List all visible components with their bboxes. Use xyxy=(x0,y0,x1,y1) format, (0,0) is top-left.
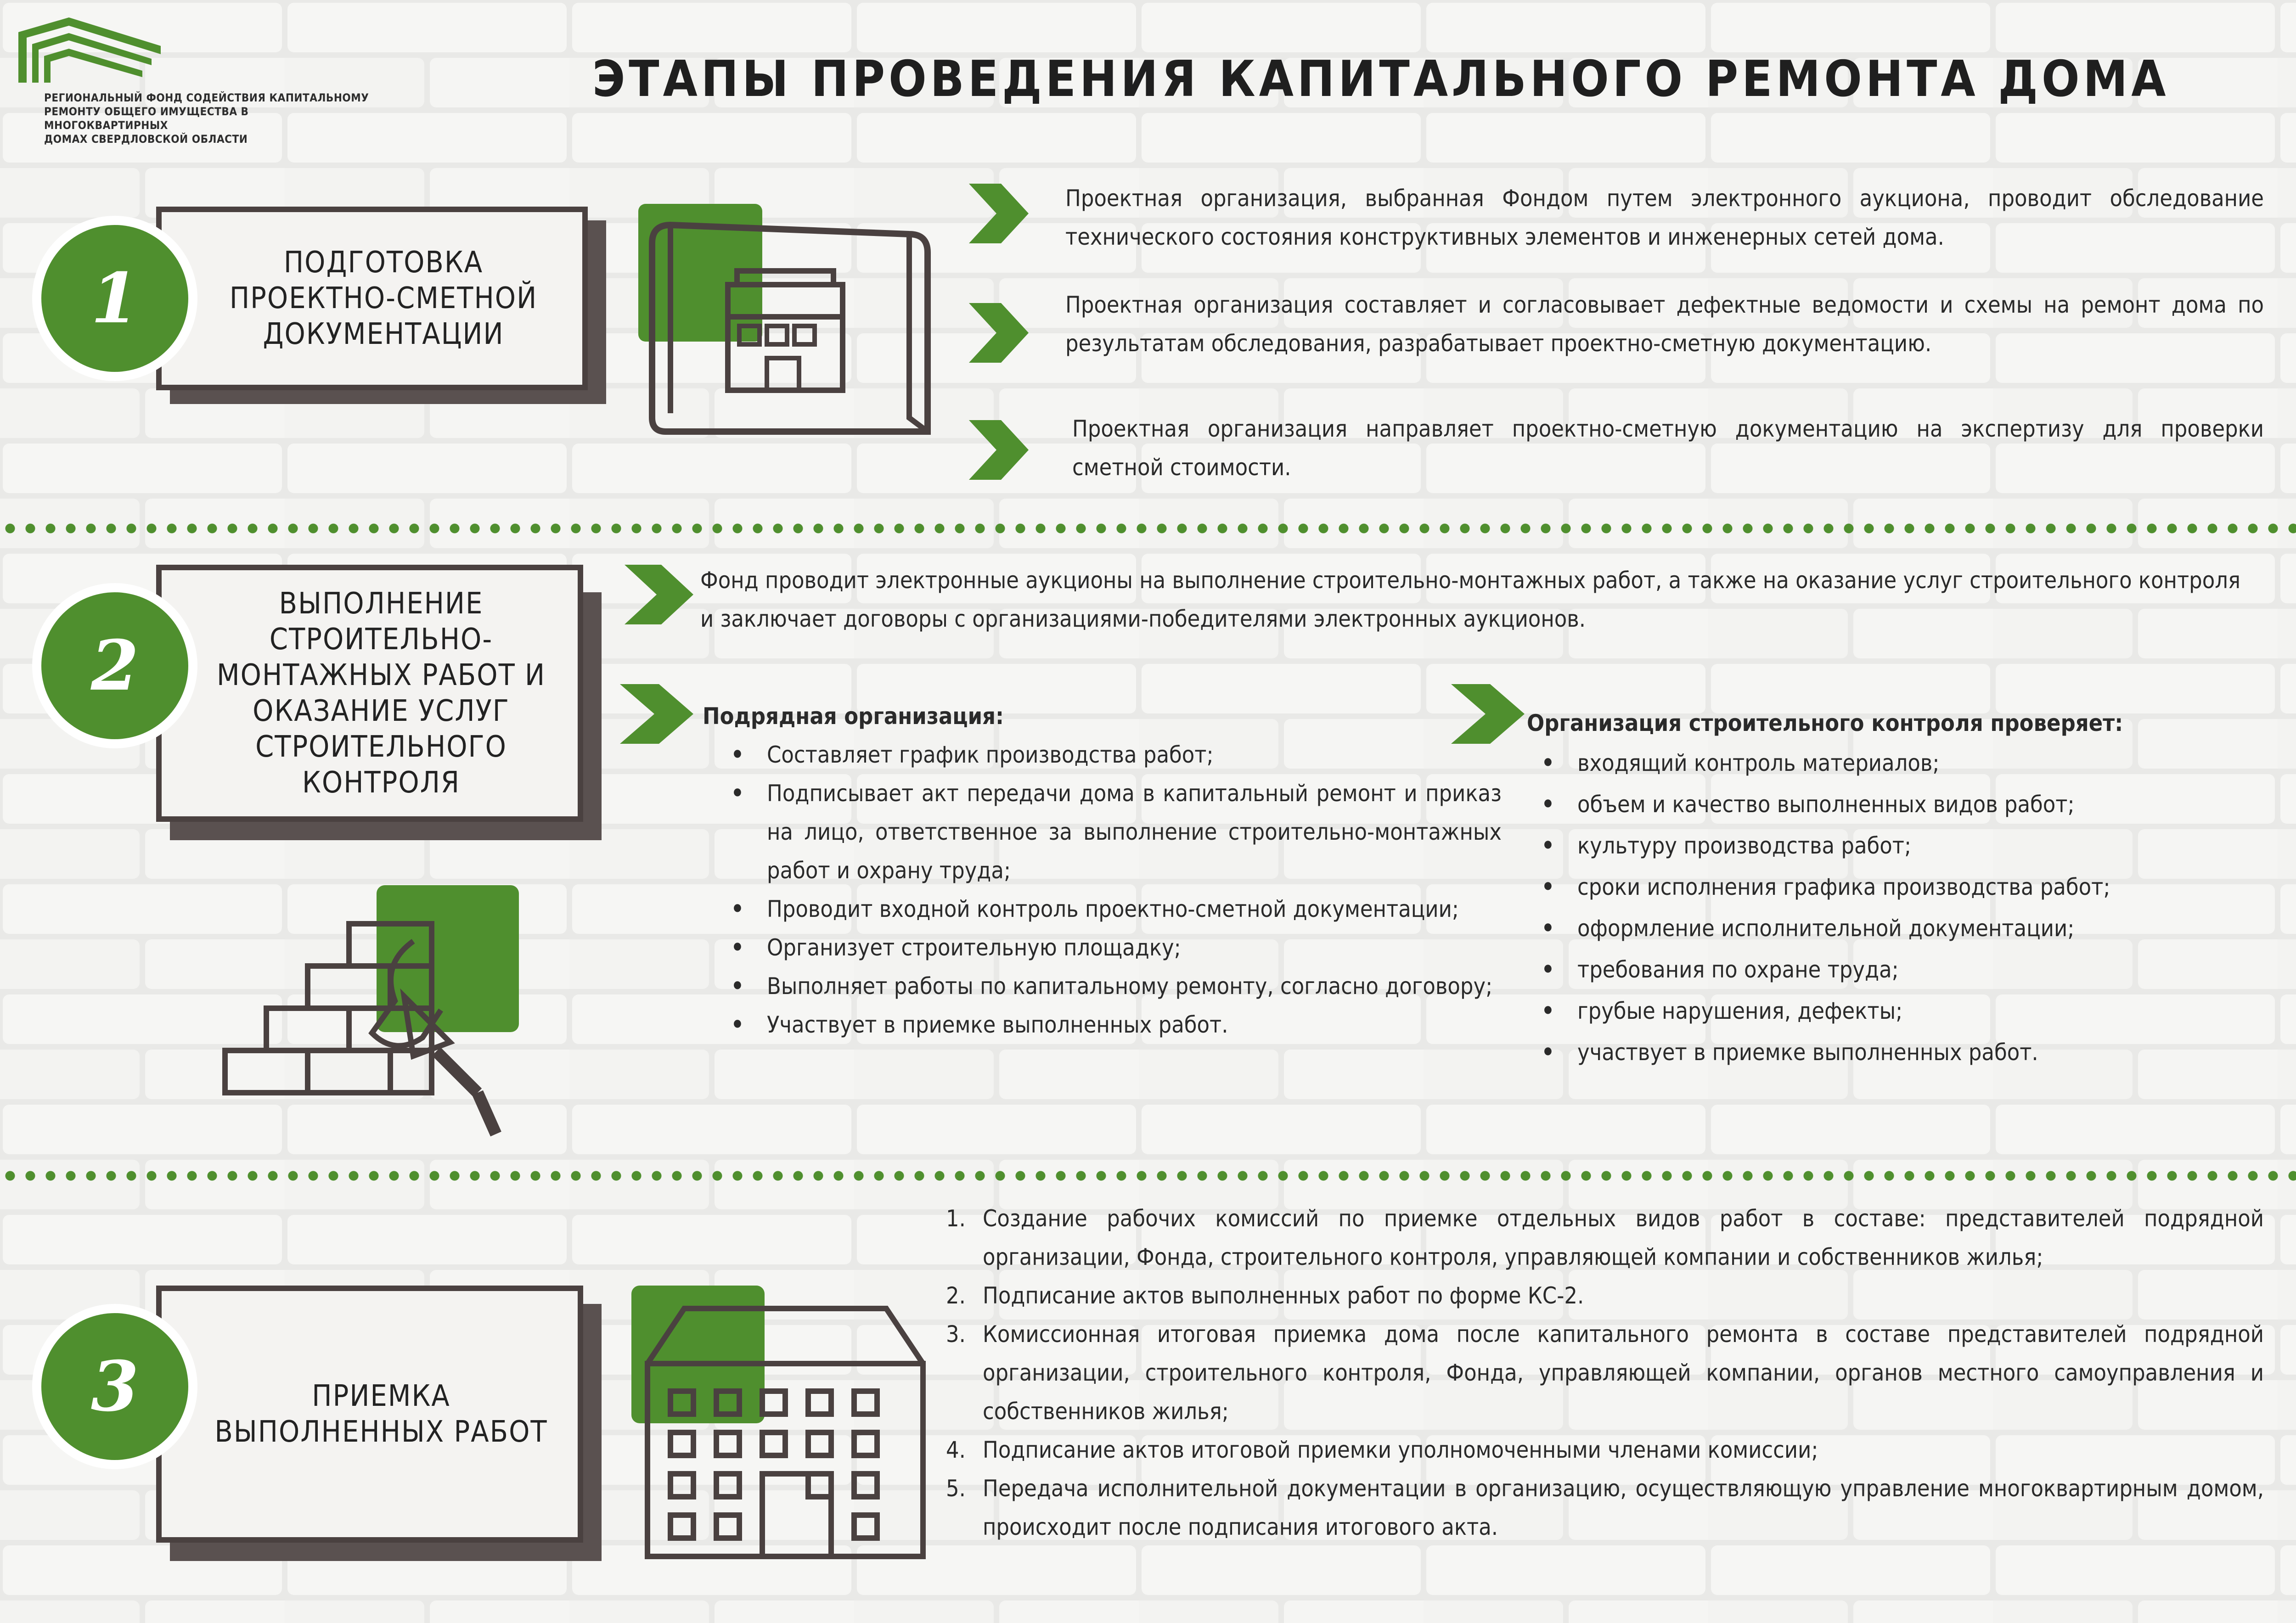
list-number: 3. xyxy=(946,1321,966,1348)
stage1-arrow-3 xyxy=(969,420,1029,480)
logo-line-2: ремонту общего имущества в многоквартирн… xyxy=(44,105,249,132)
stage1-item-1: Проектная организация, выбранная Фондом … xyxy=(1065,185,2264,250)
stage1-number: 1 xyxy=(41,225,188,372)
logo xyxy=(14,14,161,87)
list-item: сроки исполнения графика производства ра… xyxy=(1527,866,2280,908)
list-item: Подписывает акт передачи дома в капиталь… xyxy=(716,774,1502,890)
list-item: 4.Подписание актов итоговой приемки упол… xyxy=(946,1431,2264,1469)
stage1-arrow-2 xyxy=(969,303,1029,363)
list-item: Организует строительную площадку; xyxy=(716,928,1502,967)
stage2-number-badge: 2 xyxy=(32,583,197,748)
blueprint-house-icon xyxy=(634,202,937,450)
list-number: 5. xyxy=(946,1475,966,1502)
list-item: 5.Передача исполнительной документации в… xyxy=(946,1469,2264,1546)
stage1-item-3: Проектная организация направляет проектн… xyxy=(1072,416,2264,481)
stage3-number: 3 xyxy=(41,1313,188,1460)
list-number: 2. xyxy=(946,1282,966,1309)
stage1-arrow-1 xyxy=(969,184,1029,243)
stage3-list: 1.Создание рабочих комиссий по приемке о… xyxy=(946,1199,2264,1546)
stage2-number: 2 xyxy=(41,592,188,739)
divider-1 xyxy=(0,523,2296,534)
stage2-box: Выполнение строительно-монтажных работ и… xyxy=(156,565,583,822)
list-number: 4. xyxy=(946,1437,966,1463)
list-item: Составляет график производства работ; xyxy=(716,736,1502,774)
list-item: Проводит входной контроль проектно-сметн… xyxy=(716,890,1502,928)
stage2-arrow-contractor xyxy=(620,684,693,744)
list-item: 2.Подписание актов выполненных работ по … xyxy=(946,1276,2264,1315)
logo-line-3: домах Свердловской области xyxy=(44,133,248,146)
stage3-number-badge: 3 xyxy=(32,1304,197,1469)
list-item: Участвует в приемке выполненных работ. xyxy=(716,1005,1502,1044)
list-item: требования по охране труда; xyxy=(1527,949,2280,990)
stage2-label: Выполнение строительно-монтажных работ и… xyxy=(216,587,546,800)
apartment-building-icon xyxy=(629,1281,932,1566)
stage2-arrow-control xyxy=(1451,684,1525,744)
stage3-box: Приемка выполненных работ xyxy=(156,1286,583,1543)
list-item: грубые нарушения, дефекты; xyxy=(1527,990,2280,1032)
control-panel: Организация строительного контроля прове… xyxy=(1527,704,2280,1073)
bricks-trowel-icon xyxy=(220,882,533,1143)
stage1-item-2: Проектная организация составляет и согла… xyxy=(1065,292,2264,357)
list-item: 3.Комиссионная итоговая приемка дома пос… xyxy=(946,1315,2264,1431)
contractor-list: Составляет график производства работ; По… xyxy=(716,736,1502,1044)
list-item: Выполняет работы по капитальному ремонту… xyxy=(716,967,1502,1005)
stage1-number-badge: 1 xyxy=(32,216,197,381)
divider-2 xyxy=(0,1171,2296,1181)
stage3-label: Приемка выполненных работ xyxy=(214,1379,548,1449)
stage1-box: Подготовка проектно-сметной документации xyxy=(156,207,588,390)
contractor-panel: Подрядная организация: Составляет график… xyxy=(703,697,1502,1044)
list-item: культуру производства работ; xyxy=(1527,825,2280,866)
contractor-heading: Подрядная организация: xyxy=(703,703,1004,730)
list-item: участвует в приемке выполненных работ. xyxy=(1527,1032,2280,1073)
stage2-arrow-intro xyxy=(625,565,693,624)
list-item: объем и качество выполненных видов работ… xyxy=(1527,784,2280,825)
stage1-label: Подготовка проектно-сметной документации xyxy=(229,246,538,351)
list-number: 1. xyxy=(946,1205,966,1232)
logo-caption: Региональный фонд содействия капитальном… xyxy=(44,91,375,146)
list-item: 1.Создание рабочих комиссий по приемке о… xyxy=(946,1199,2264,1276)
list-item: входящий контроль материалов; xyxy=(1527,742,2280,784)
page-title: Этапы проведения капитального ремонта до… xyxy=(592,51,2170,108)
stage2-intro: Фонд проводит электронные аукционы на вы… xyxy=(700,567,2241,632)
list-item: оформление исполнительной документации; xyxy=(1527,908,2280,949)
control-heading: Организация строительного контроля прове… xyxy=(1527,710,2123,736)
stage3-numbered-list: 1.Создание рабочих комиссий по приемке о… xyxy=(946,1199,2264,1546)
control-list: входящий контроль материалов; объем и ка… xyxy=(1527,742,2280,1073)
logo-line-1: Региональный фонд содействия капитальном… xyxy=(44,91,369,104)
logo-building-icon xyxy=(18,17,161,83)
